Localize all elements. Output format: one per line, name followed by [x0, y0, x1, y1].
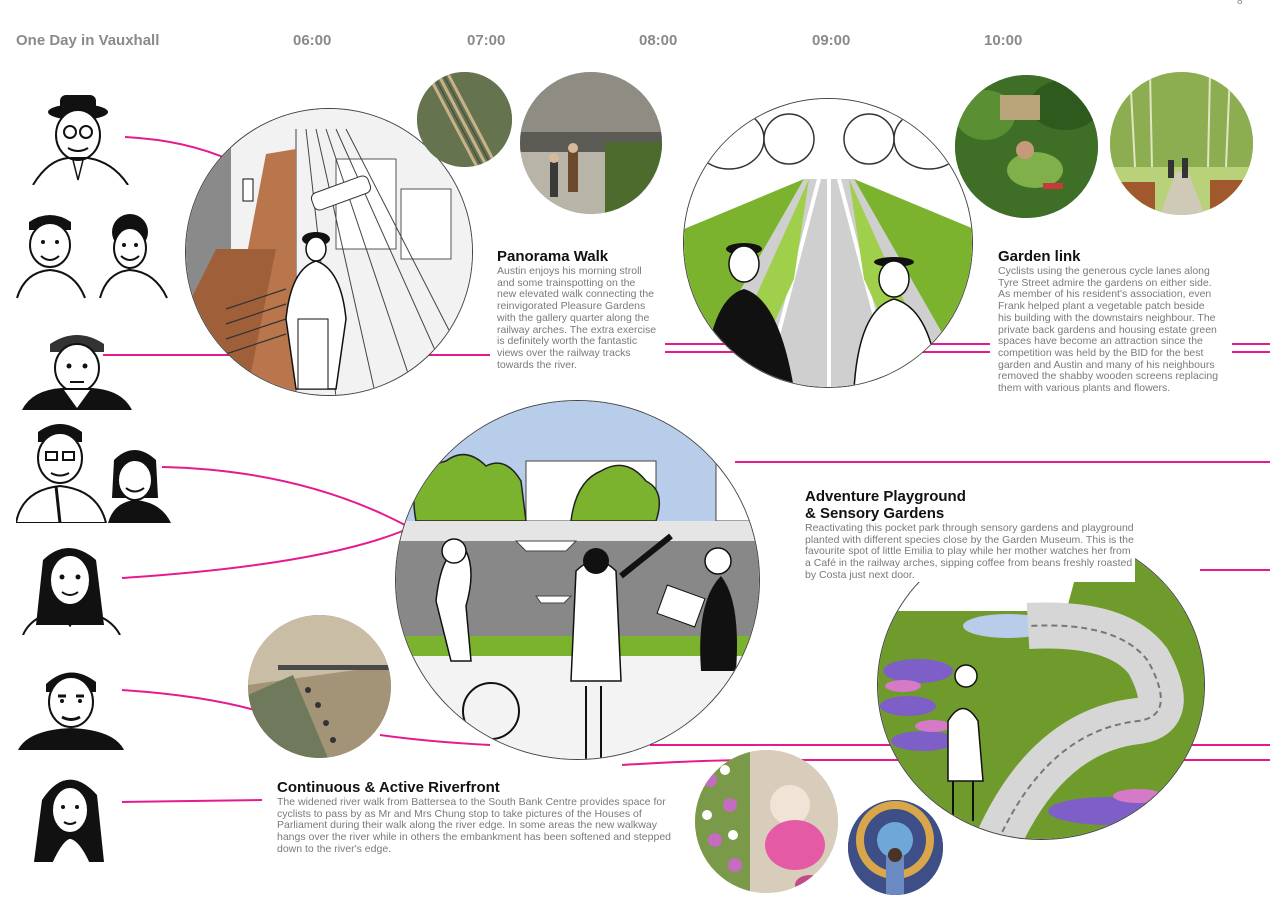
time-label-0800: 08:00	[639, 32, 678, 49]
time-label-1000: 10:00	[984, 32, 1023, 49]
playground-illustration	[877, 530, 1205, 840]
garden-path-photo	[1110, 72, 1253, 215]
child-flowers-photo	[695, 750, 838, 893]
garden-link-illustration	[683, 98, 973, 388]
time-label-0600: 06:00	[293, 32, 332, 49]
aerial-rail-photo	[417, 72, 512, 167]
couple-icon	[15, 210, 175, 300]
page-number: 8	[1237, 0, 1243, 7]
man-cap-icon	[22, 330, 137, 410]
adventure-playground-body: Reactivating this pocket park through se…	[805, 522, 1134, 581]
panorama-walk-title: Panorama Walk	[497, 248, 609, 265]
woman-portrait-icon	[18, 540, 128, 635]
riverfront-title: Continuous & Active Riverfront	[277, 779, 500, 796]
vegetable-patch-photo	[955, 75, 1098, 218]
woman-long-hair-icon	[22, 770, 122, 862]
couple-glasses-icon	[16, 418, 176, 523]
play-tunnel-photo	[848, 800, 943, 895]
elevated-walk-photo	[520, 72, 662, 214]
garden-link-body: Cyclists using the generous cycle lanes …	[998, 265, 1219, 395]
riverfront-body: The widened river walk from Battersea to…	[277, 796, 672, 855]
panorama-walk-block: Panorama Walk Austin enjoys his morning …	[497, 248, 657, 371]
man-portrait-icon	[18, 662, 128, 750]
page-title: One Day in Vauxhall	[16, 32, 160, 49]
river-bridge-photo	[248, 615, 391, 758]
adventure-playground-block: Adventure Playground & Sensory Gardens R…	[805, 488, 1135, 582]
garden-link-title: Garden link	[998, 248, 1081, 265]
panorama-walk-body: Austin enjoys his morning stroll and som…	[497, 265, 657, 371]
man-hat-icon	[28, 90, 143, 185]
adventure-playground-title-line2: & Sensory Gardens	[805, 505, 945, 522]
riverfront-block: Continuous & Active Riverfront The widen…	[277, 779, 672, 856]
adventure-playground-title-line1: Adventure Playground	[805, 488, 966, 505]
riverfront-illustration	[395, 400, 760, 760]
time-label-0900: 09:00	[812, 32, 851, 49]
garden-link-block: Garden link Cyclists using the generous …	[998, 248, 1220, 395]
time-label-0700: 07:00	[467, 32, 506, 49]
panorama-walk-illustration	[185, 108, 473, 396]
